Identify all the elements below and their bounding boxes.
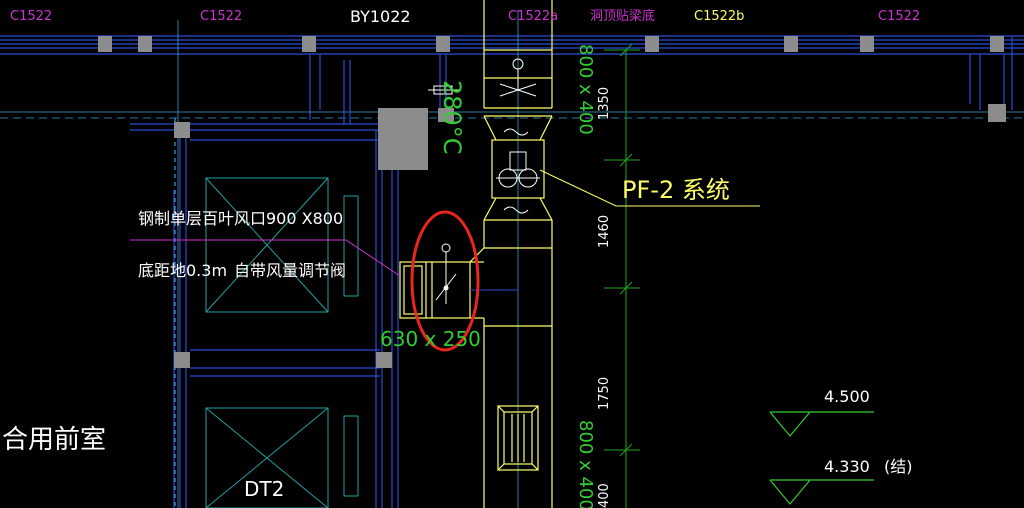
dim-value: 400 [597, 483, 612, 508]
valve-icon [499, 58, 537, 97]
core-walls [130, 60, 425, 508]
note-line-1: 钢制单层百叶风口900 X800 [138, 209, 343, 228]
system-label: PF-2 系统 [622, 176, 730, 204]
system-leader [539, 169, 760, 207]
grid-label: C1522 [200, 9, 242, 24]
elevation-labels: 4.500 4.330 (结) [824, 387, 913, 476]
grid-label: C1522 [878, 9, 920, 24]
elevation-triangle-icon [769, 411, 874, 505]
grid-label: C1522 [10, 9, 52, 24]
branch-size: 630 x 250 [380, 327, 481, 351]
damper-icon [435, 243, 457, 304]
grid-label: 洞顶贴梁底 [590, 8, 655, 24]
grid-label: C1522b [694, 9, 744, 24]
grid-labels: C1522 C1522 C1522a 洞顶贴梁底 C1522b C1522 [10, 8, 920, 24]
elevator-shafts [205, 177, 359, 508]
columns [98, 36, 1006, 368]
dim-value: 1750 [597, 377, 612, 410]
highlight-circle [410, 210, 480, 352]
dimension-values: 1350 1460 1750 400 [597, 87, 612, 508]
dim-value: 1460 [597, 215, 612, 248]
dim-value: 1350 [597, 87, 612, 120]
grid-label: C1522a [508, 9, 558, 24]
duct-size-top: 280°C [438, 80, 466, 155]
dimension-line [604, 43, 640, 508]
top-wall [0, 35, 1024, 120]
duct-size-main: 800 x 400 [575, 44, 596, 135]
room-label: 合用前室 [2, 425, 106, 455]
note-leader [130, 239, 401, 277]
elevation-suffix: (结) [884, 457, 913, 476]
note-line-2: 底距地0.3m [138, 261, 227, 280]
elevation-value: 4.500 [824, 387, 870, 406]
elevation-value: 4.330 [824, 457, 870, 476]
duct-size-main-bottom: 800 x 400 [575, 420, 596, 508]
elevator-label: DT2 [244, 477, 284, 501]
note-line-3: 自带风量调节阀 [234, 261, 346, 280]
sleeve-detail [428, 85, 460, 95]
beam-label: BY1022 [350, 7, 411, 26]
fan-icon [496, 128, 540, 214]
